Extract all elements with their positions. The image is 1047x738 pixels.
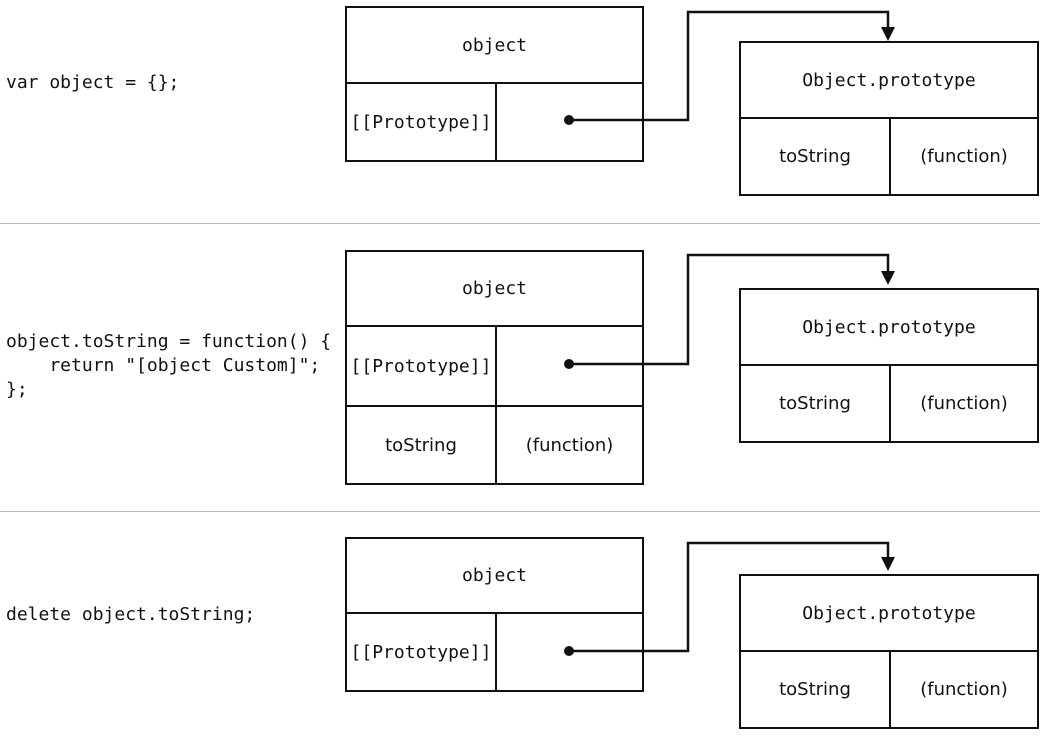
- object-prototype-title: Object.prototype: [802, 602, 976, 624]
- object-prototype-title: Object.prototype: [802, 316, 976, 338]
- prototype-slot-row: [[Prototype]]: [347, 82, 642, 160]
- prototype-tostring-row: toString (function): [741, 650, 1037, 727]
- object-prototype-box: Object.prototype toString (function): [739, 574, 1039, 729]
- code-snippet: delete object.toString;: [6, 604, 256, 625]
- prototype-tostring-key: toString: [779, 679, 851, 700]
- prototype-slot-row: [[Prototype]]: [347, 612, 642, 690]
- prototype-slot-key: [[Prototype]]: [350, 641, 492, 663]
- object-title: object: [461, 278, 528, 299]
- prototype-slot-row: [[Prototype]]: [347, 325, 642, 405]
- code-snippet: var object = {};: [6, 72, 180, 93]
- object-prototype-title-row: Object.prototype: [741, 576, 1037, 650]
- object-title: object: [461, 34, 528, 56]
- object-title-row: object: [347, 8, 642, 82]
- prototype-slot-pointer: [495, 84, 642, 160]
- object-box: object [[Prototype]] toString (function): [345, 250, 644, 485]
- object-title-row: object: [347, 539, 642, 612]
- panel-1: var object = {}; object [[Prototype]] Ob…: [0, 0, 1047, 222]
- prototype-tostring-row: toString (function): [741, 364, 1037, 441]
- prototype-tostring-key: toString: [779, 393, 851, 414]
- section-divider: [0, 511, 1040, 512]
- prototype-link-arrow: [564, 253, 895, 369]
- code-snippet: object.toString = function() { return "[…: [6, 331, 332, 400]
- prototype-tostring-value: (function): [889, 119, 1037, 194]
- object-title: object: [461, 565, 528, 586]
- prototype-tostring-row: toString (function): [741, 117, 1037, 194]
- prototype-slot-key: [[Prototype]]: [350, 355, 492, 377]
- prototype-slot-key: [[Prototype]]: [350, 111, 492, 133]
- prototype-slot-pointer: [495, 614, 642, 690]
- object-prototype-box: Object.prototype toString (function): [739, 41, 1039, 196]
- own-tostring-row: toString (function): [347, 405, 642, 483]
- object-box: object [[Prototype]]: [345, 6, 644, 162]
- object-title-row: object: [347, 252, 642, 325]
- own-tostring-key: toString: [385, 434, 457, 456]
- prototype-tostring-key: toString: [779, 146, 851, 167]
- prototype-tostring-value: (function): [889, 366, 1037, 441]
- object-prototype-box: Object.prototype toString (function): [739, 288, 1039, 443]
- object-box: object [[Prototype]]: [345, 537, 644, 692]
- object-prototype-title-row: Object.prototype: [741, 43, 1037, 117]
- own-tostring-value: (function): [495, 407, 642, 483]
- panel-2: object.toString = function() { return "[…: [6, 250, 1039, 485]
- object-prototype-title: Object.prototype: [802, 69, 976, 91]
- prototype-link-arrow: [564, 10, 895, 125]
- section-divider: [0, 223, 1040, 224]
- prototype-slot-pointer: [495, 327, 642, 405]
- prototype-tostring-value: (function): [889, 652, 1037, 727]
- object-prototype-title-row: Object.prototype: [741, 290, 1037, 364]
